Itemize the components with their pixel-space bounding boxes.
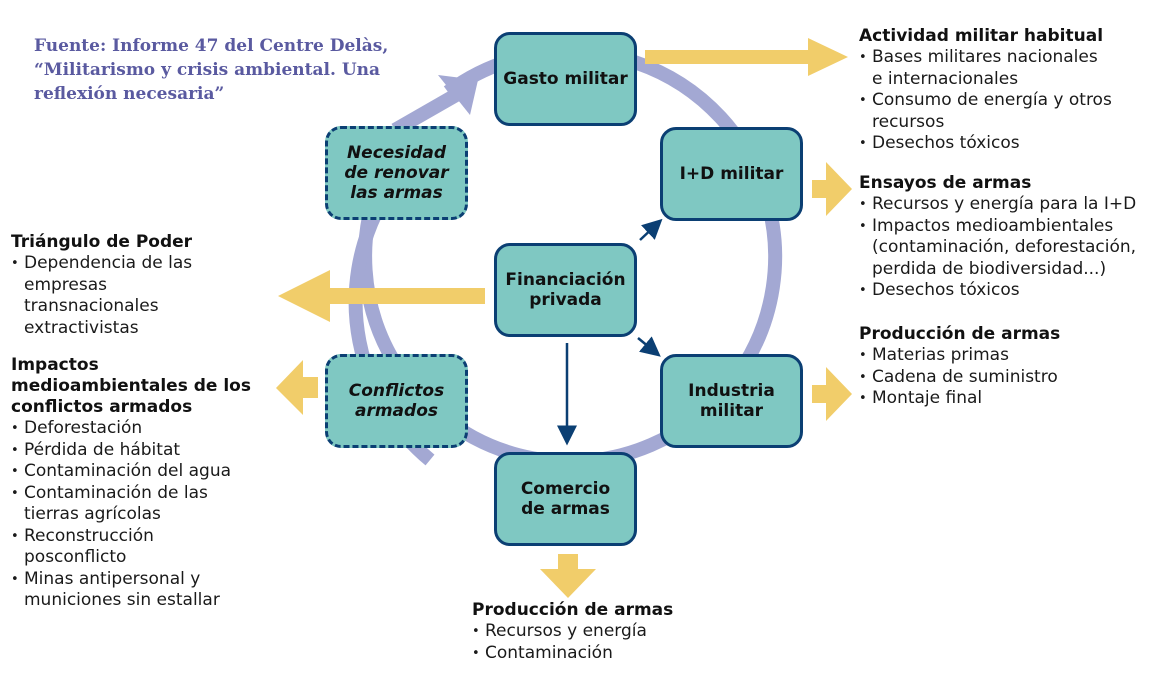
node-label: Conflictos armados [348,381,445,421]
impact-item: Bases militares nacionales e internacion… [859,47,1169,90]
node-financiacion-privada: Financiación privada [494,243,637,337]
impact-item: Pérdida de hábitat [11,440,281,462]
node-id-militar: I+D militar [660,127,803,221]
impact-item: Reconstrucción posconflicto [11,526,281,569]
node-industria-militar: Industria militar [660,354,803,448]
impact-item: Materias primas [859,345,1169,367]
node-gasto-militar: Gasto militar [494,32,637,126]
flow-arrow-to-industria [637,336,661,357]
flow-arrow-to-id [639,218,663,241]
impact-arrow-gasto [645,38,848,76]
node-label: Industria militar [688,381,775,421]
source-note: Fuente: Informe 47 del Centre Delàs, “Mi… [34,36,389,104]
impact-item: Deforestación [11,418,281,440]
impact-ensayos-armas: Ensayos de armas Recursos y energía para… [859,173,1169,302]
cycle-arrow-shaft [391,88,460,137]
impact-arrow-financiacion [278,270,485,322]
impact-item: Montaje final [859,388,1169,410]
impact-arrow-id [812,162,852,216]
impact-actividad-militar: Actividad militar habitual Bases militar… [859,26,1169,155]
node-necesidad-renovar: Necesidad de renovar las armas [325,126,468,220]
impact-arrow-conflictos [276,360,318,415]
node-label: Gasto militar [503,69,628,89]
impact-item: Dependencia de las empresas transnaciona… [11,253,271,339]
impact-title: Actividad militar habitual [859,26,1104,46]
impact-title: Producción de armas [859,324,1061,344]
impact-arrow-industria [812,367,852,421]
node-label: Necesidad de renovar las armas [344,143,449,203]
node-conflictos-armados: Conflictos armados [325,354,468,448]
impact-title: Impactos medioambientales de los conflic… [11,355,251,417]
impact-item: Desechos tóxicos [859,280,1169,302]
impact-item: Recursos y energía para la I+D [859,194,1169,216]
impact-triangulo-poder: Triángulo de Poder Dependencia de las em… [11,232,271,339]
impact-item: Minas antipersonal y municiones sin esta… [11,569,281,612]
impact-item: Cadena de suministro [859,367,1169,389]
cycle-arrow-head [438,75,478,115]
impact-conflictos-armados: Impactos medioambientales de los conflic… [11,355,281,612]
impact-title: Producción de armas [472,600,674,620]
impact-title: Ensayos de armas [859,173,1032,193]
impact-item: Impactos medioambientales (contaminación… [859,216,1169,281]
node-comercio-armas: Comercio de armas [494,452,637,546]
impact-produccion-armas-right: Producción de armas Materias primas Cade… [859,324,1169,410]
impact-item: Desechos tóxicos [859,133,1169,155]
impact-item: Contaminación [472,643,752,665]
impact-item: Contaminación del agua [11,461,281,483]
impact-title: Triángulo de Poder [11,232,193,252]
node-label: I+D militar [679,164,784,184]
node-label: Comercio de armas [520,479,611,519]
impact-item: Consumo de energía y otros recursos [859,90,1169,133]
impact-produccion-armas-bottom: Producción de armas Recursos y energía C… [472,600,752,664]
impact-arrow-comercio [540,554,596,598]
impact-item: Recursos y energía [472,621,752,643]
node-label: Financiación privada [505,270,626,310]
impact-item: Contaminación de las tierras agrícolas [11,483,281,526]
